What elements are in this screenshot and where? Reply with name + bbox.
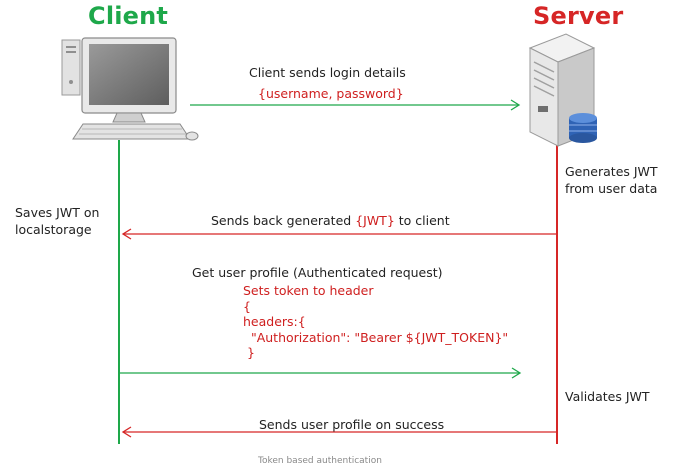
server-tower-database-icon	[528, 33, 597, 147]
profile-request-label: Get user profile (Authenticated request)	[192, 265, 443, 280]
code-line: "Authorization": "Bearer ${JWT_TOKEN}"	[243, 329, 509, 345]
send-back-token: {JWT}	[355, 213, 395, 228]
server-title: Server	[533, 2, 624, 30]
arrow-send-jwt	[121, 228, 556, 240]
header-code-block: Sets token to header { headers:{ "Author…	[243, 283, 508, 361]
arrow-profile-request	[120, 367, 522, 379]
generate-note-line-1: Generates JWT	[565, 164, 658, 179]
login-label: Client sends login details	[249, 65, 406, 80]
generate-note-line-2: from user data	[565, 181, 658, 196]
saves-note-line-1: Saves JWT on	[15, 205, 100, 220]
login-payload: {username, password}	[258, 86, 404, 101]
success-label: Sends user profile on success	[259, 417, 445, 432]
arrow-login	[190, 99, 521, 111]
desktop-computer-icon	[61, 37, 199, 141]
code-line: }	[243, 345, 255, 360]
code-line: headers:{	[243, 314, 306, 329]
send-back-post: to client	[394, 213, 450, 228]
arrow-profile-response	[121, 426, 556, 438]
diagram-caption: Token based authentication	[258, 456, 382, 466]
client-title: Client	[88, 2, 169, 30]
code-line: {	[243, 298, 251, 314]
code-line: Sets token to header	[243, 283, 374, 298]
send-back-pre: Sends back generated	[211, 213, 356, 228]
validates-note: Validates JWT	[565, 389, 650, 404]
send-back-label: Sends back generated {JWT} to client	[211, 213, 450, 228]
saves-note-line-2: localstorage	[15, 222, 92, 237]
